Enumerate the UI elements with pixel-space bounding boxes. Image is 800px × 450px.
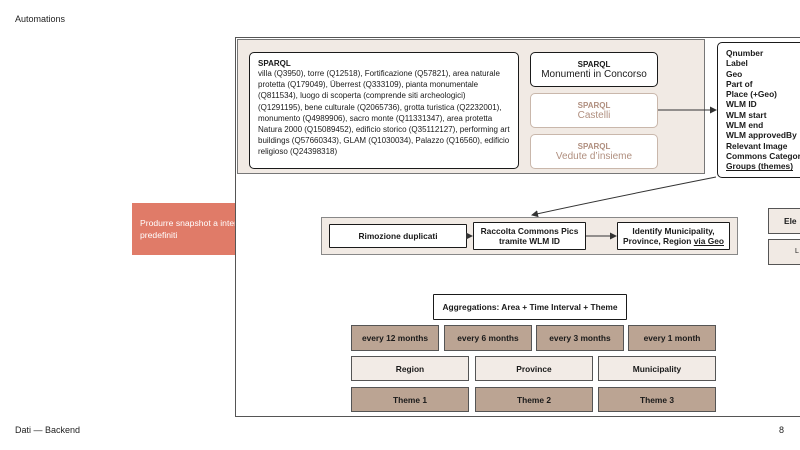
interval-pill: every 1 month: [628, 325, 716, 351]
fields-box: Qnumber Label Geo Part of Place (+Geo) W…: [717, 42, 800, 178]
field-item: Commons Category: [726, 150, 800, 161]
step-duplicates-box: Rimozione duplicati: [329, 224, 467, 248]
partial-right-box-top: Ele: [768, 208, 800, 234]
fields-to-pipeline-arrow: [531, 176, 717, 218]
area-pill: Region: [351, 356, 469, 381]
snapshot-box-text: Produrre snapshot a intervalli predefini…: [140, 218, 252, 240]
field-item: Place (+Geo): [726, 89, 777, 100]
field-item: WLM start: [726, 109, 767, 120]
theme-pill: Theme 2: [475, 387, 593, 412]
field-item: Part of: [726, 78, 753, 89]
theme-pill: Theme 1: [351, 387, 469, 412]
sparql-monumenti-box: SPARQL Monumenti in Concorso: [530, 52, 658, 87]
step-commons-line1: Raccolta Commons Pics: [480, 225, 579, 236]
sparql-vedute-label: SPARQL: [577, 141, 611, 151]
page-title: Automations: [15, 14, 66, 24]
field-item: Qnumber: [726, 48, 764, 58]
field-item: WLM approvedBy: [726, 130, 797, 141]
step-geo-line2: Province, Region via Geo: [622, 236, 724, 246]
sparql-castelli-box: SPARQL Castelli: [530, 93, 658, 128]
interval-pill: every 3 months: [536, 325, 624, 351]
via-geo-link: via Geo: [693, 236, 724, 246]
field-item: Label: [726, 58, 748, 69]
page-number: 8: [779, 425, 785, 435]
step-geo-box: Identify Municipality, Province, Region …: [617, 222, 730, 250]
interval-pill: every 12 months: [351, 325, 439, 351]
step-commons-box: Raccolta Commons Pics tramite WLM ID: [473, 222, 586, 250]
sparql-main-box: SPARQL villa (Q3950), torre (Q12518), Fo…: [249, 52, 519, 169]
sparql-vedute-name: Vedute d’insieme: [555, 150, 633, 162]
theme-pill: Theme 3: [598, 387, 716, 412]
step-commons-line2: tramite WLM ID: [499, 236, 560, 246]
step-geo-line1: Identify Municipality,: [632, 225, 715, 236]
field-item: Relevant Image: [726, 140, 788, 151]
aggregations-box: Aggregations: Area + Time Interval + The…: [433, 294, 627, 320]
sparql-monumenti-label: SPARQL: [577, 59, 611, 69]
sparql-castelli-label: SPARQL: [577, 100, 611, 110]
sparql-monumenti-name: Monumenti in Concorso: [541, 68, 647, 80]
area-pill: Province: [475, 356, 593, 381]
field-item: WLM end: [726, 120, 764, 131]
field-item: Geo: [726, 68, 743, 79]
field-item-groups: Groups (themes): [726, 161, 794, 172]
area-pill: Municipality: [598, 356, 716, 381]
field-item: WLM ID: [726, 99, 757, 110]
interval-pill: every 6 months: [444, 325, 532, 351]
sparql-castelli-name: Castelli: [577, 109, 611, 121]
partial-right-box-bottom: L: [768, 239, 800, 265]
sparql-main-title: SPARQL: [258, 59, 291, 68]
sparql-vedute-box: SPARQL Vedute d’insieme: [530, 134, 658, 169]
footer-label: Dati — Backend: [15, 425, 81, 435]
sparql-main-text: villa (Q3950), torre (Q12518), Fortifica…: [258, 69, 510, 157]
